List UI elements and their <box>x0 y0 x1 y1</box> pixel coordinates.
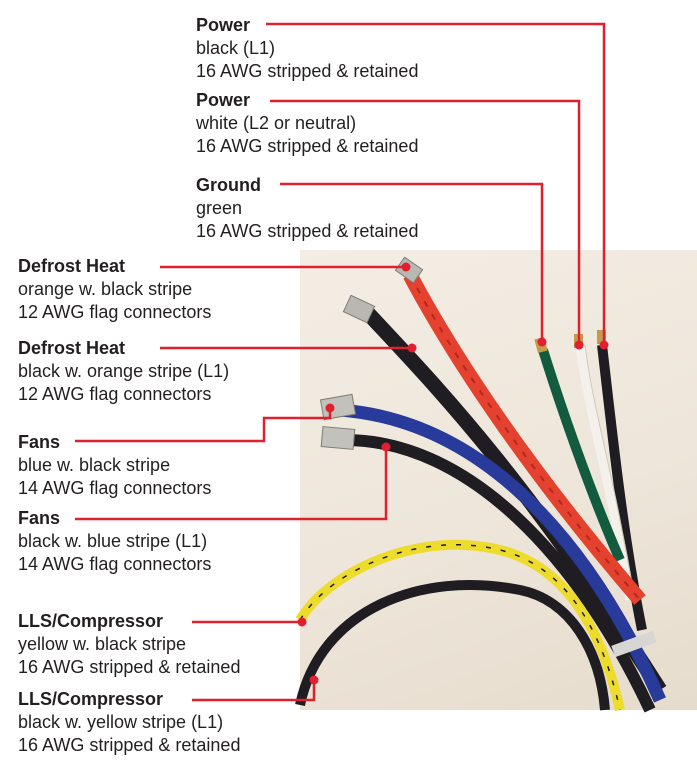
label-line: 12 AWG flag connectors <box>18 384 212 404</box>
label-line: blue w. black stripe <box>18 455 171 475</box>
label-fans-2: Fans black w. blue stripe (L1) 14 AWG fl… <box>18 507 211 576</box>
label-line: yellow w. black stripe <box>18 634 187 654</box>
label-line: 16 AWG stripped & retained <box>196 61 419 81</box>
wire-lls-yellow <box>295 539 625 712</box>
label-title: Power <box>196 90 251 110</box>
wire-fans-blue <box>339 403 666 703</box>
leader-dot-lls-1 <box>297 617 307 627</box>
leader-dot-power-l2 <box>574 340 584 350</box>
wire-defrost-orange <box>403 271 646 605</box>
label-power-l1: Power black (L1) 16 AWG stripped & retai… <box>196 14 418 83</box>
leader-dot-lls-2 <box>309 675 319 685</box>
leader-dot-defrost-2 <box>407 343 417 353</box>
wire-ground-green <box>538 348 625 563</box>
label-title: Defrost Heat <box>18 256 126 276</box>
leader-line-lls-2 <box>192 680 316 702</box>
label-title: LLS/Compressor <box>18 611 164 631</box>
flag-connector <box>342 294 376 324</box>
label-line: 14 AWG flag connectors <box>18 478 212 498</box>
label-line: white (L2 or neutral) <box>196 113 357 133</box>
wire-lls-black <box>295 579 610 711</box>
label-line: 16 AWG stripped & retained <box>196 136 419 156</box>
label-lls-2: LLS/Compressor black w. yellow stripe (L… <box>18 688 240 757</box>
label-line: orange w. black stripe <box>18 279 193 299</box>
leader-line-fans-2 <box>75 447 388 521</box>
label-line: black (L1) <box>196 38 276 58</box>
label-ground: Ground green 16 AWG stripped & retained <box>196 174 418 243</box>
label-title: Power <box>196 15 251 35</box>
leader-dot-defrost-1 <box>401 262 411 272</box>
leader-dot-ground <box>537 337 547 347</box>
label-line: 16 AWG stripped & retained <box>18 657 241 677</box>
leader-line-fans-1 <box>75 408 332 443</box>
leader-dot-fans-1 <box>325 403 335 413</box>
leader-line-power-l1 <box>266 22 606 345</box>
label-defrost-1: Defrost Heat orange w. black stripe 12 A… <box>18 255 211 324</box>
label-title: Fans <box>18 432 61 452</box>
leader-line-ground <box>280 182 544 342</box>
leader-line-power-l2 <box>270 99 581 345</box>
label-defrost-2: Defrost Heat black w. orange stripe (L1)… <box>18 337 229 406</box>
label-line: black w. orange stripe (L1) <box>18 361 230 381</box>
label-line: 16 AWG stripped & retained <box>196 221 419 241</box>
label-fans-1: Fans blue w. black stripe 14 AWG flag co… <box>18 431 211 500</box>
label-line: black w. blue stripe (L1) <box>18 531 208 551</box>
label-line: 16 AWG stripped & retained <box>18 735 241 755</box>
label-power-l2: Power white (L2 or neutral) 16 AWG strip… <box>196 89 418 158</box>
leader-dot-fans-2 <box>381 442 391 452</box>
flag-connector <box>320 426 356 450</box>
label-line: black w. yellow stripe (L1) <box>18 712 224 732</box>
label-lls-1: LLS/Compressor yellow w. black stripe 16… <box>18 610 240 679</box>
label-title: LLS/Compressor <box>18 689 164 709</box>
leader-dot-power-l1 <box>599 340 609 350</box>
label-line: 12 AWG flag connectors <box>18 302 212 322</box>
label-title: Defrost Heat <box>18 338 126 358</box>
label-title: Ground <box>196 175 261 195</box>
label-line: 14 AWG flag connectors <box>18 554 212 574</box>
label-line: green <box>196 198 243 218</box>
label-title: Fans <box>18 508 61 528</box>
cable-tie <box>611 630 657 658</box>
